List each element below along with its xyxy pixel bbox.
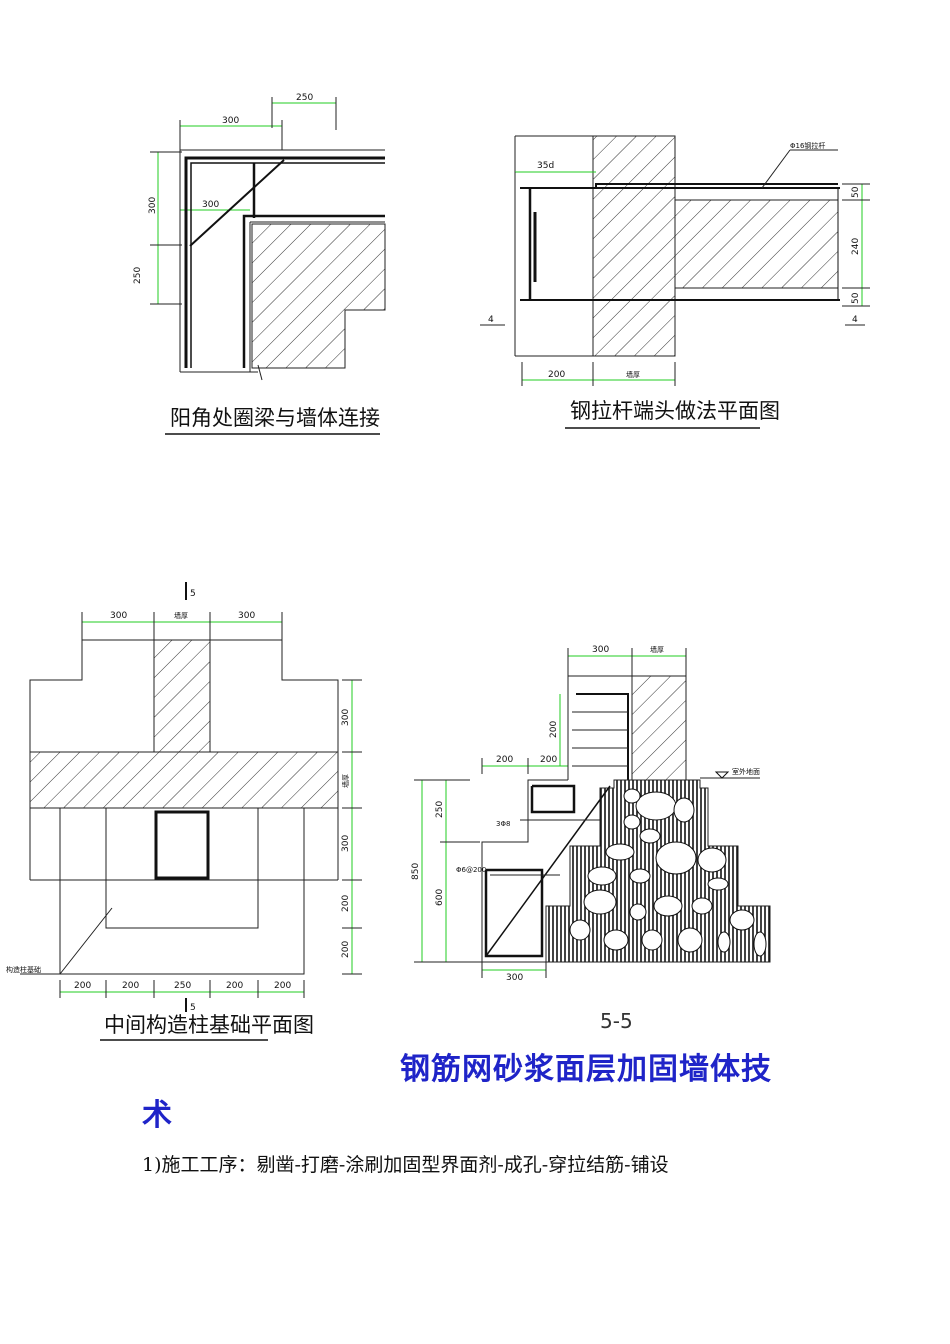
label-ground-level: 室外地面 bbox=[732, 767, 760, 776]
dim-corner-inner: 300 bbox=[202, 200, 219, 210]
dim-found-top-a: 300 bbox=[110, 611, 127, 621]
dim-found-top-wall: 墙厚 bbox=[174, 611, 188, 620]
dim-found-r5: 200 bbox=[341, 941, 351, 958]
dim-corner-top-b: 300 bbox=[222, 116, 239, 126]
dim-sec-200b: 200 bbox=[540, 755, 557, 765]
section-5-5-figure bbox=[414, 648, 771, 978]
label-tie-rod: Φ16钢拉杆 bbox=[790, 141, 825, 150]
dim-found-b3: 250 bbox=[174, 981, 191, 991]
dim-found-b5: 200 bbox=[274, 981, 291, 991]
dim-corner-left-b: 250 bbox=[133, 267, 143, 284]
dim-sec-200v: 200 bbox=[549, 721, 559, 738]
dim-sec-250: 250 bbox=[435, 801, 445, 818]
dim-sec-top-a: 300 bbox=[592, 645, 609, 655]
section-heading-cont: 术 bbox=[142, 1098, 172, 1133]
dim-found-b2: 200 bbox=[122, 981, 139, 991]
dim-found-r2: 墙厚 bbox=[341, 774, 350, 788]
section-mark-top: 5 bbox=[190, 589, 196, 599]
dim-sec-300: 300 bbox=[506, 973, 523, 983]
dim-tie-200: 200 bbox=[548, 370, 565, 380]
dim-found-top-b: 300 bbox=[238, 611, 255, 621]
foundation-plan-caption: 中间构造柱基础平面图 bbox=[104, 1013, 314, 1037]
section-mark-bottom: 5 bbox=[190, 1003, 196, 1013]
dim-sec-200a: 200 bbox=[496, 755, 513, 765]
dim-tie-wall: 墙厚 bbox=[626, 370, 640, 379]
dim-corner-top-a: 250 bbox=[296, 93, 313, 103]
dim-found-b4: 200 bbox=[226, 981, 243, 991]
dim-tie-240: 240 bbox=[851, 238, 861, 255]
construction-procedure-text: 1)施工工序：剔凿-打磨-涂刷加固型界面剂-成孔-穿拉结筋-铺设 bbox=[142, 1154, 669, 1176]
section-5-5-caption: 5-5 bbox=[600, 1009, 633, 1033]
dim-corner-left-a: 300 bbox=[148, 197, 158, 214]
mark-tie-left: 4 bbox=[488, 315, 494, 325]
foundation-leader-label: 构造柱基础 bbox=[6, 965, 41, 974]
foundation-plan-figure bbox=[20, 582, 362, 1012]
tie-rod-caption: 钢拉杆端头做法平面图 bbox=[570, 399, 780, 423]
dim-found-r1: 300 bbox=[341, 709, 351, 726]
label-bar-phi6: Φ6@200 bbox=[456, 866, 486, 874]
corner-detail-caption: 阳角处圈梁与墙体连接 bbox=[170, 406, 380, 430]
corner-detail-figure bbox=[150, 97, 386, 381]
tie-rod-figure bbox=[480, 135, 870, 386]
dim-tie-50b: 50 bbox=[851, 292, 861, 304]
label-bar-3phi8: 3Φ8 bbox=[496, 820, 510, 828]
dim-found-b1: 200 bbox=[74, 981, 91, 991]
dim-tie-50a: 50 bbox=[851, 186, 861, 198]
dim-tie-anchor: 35d bbox=[537, 161, 554, 171]
dim-sec-850: 850 bbox=[411, 863, 421, 880]
dim-found-r3: 300 bbox=[341, 835, 351, 852]
dim-sec-600: 600 bbox=[435, 889, 445, 906]
section-heading: 钢筋网砂浆面层加固墙体技 bbox=[400, 1052, 772, 1087]
dim-sec-top-wall: 墙厚 bbox=[650, 645, 664, 654]
dim-found-r4: 200 bbox=[341, 895, 351, 912]
mark-tie-right: 4 bbox=[852, 315, 858, 325]
